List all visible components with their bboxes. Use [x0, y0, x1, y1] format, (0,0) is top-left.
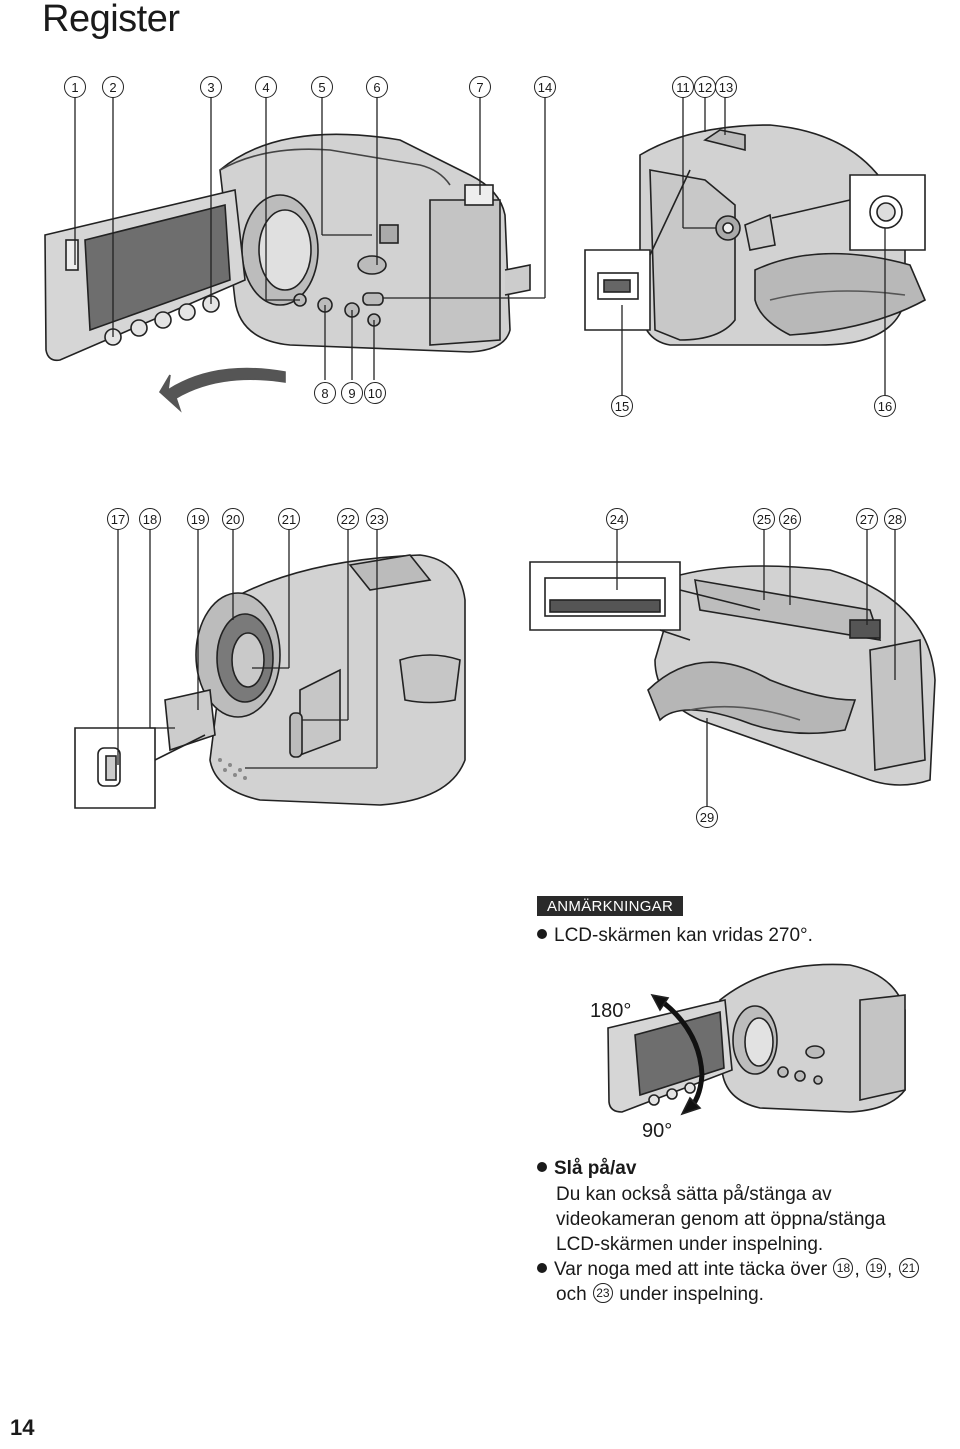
callout-1: 1 — [64, 76, 86, 98]
callout-17: 17 — [107, 508, 129, 530]
callout-10: 10 — [364, 382, 386, 404]
page-number: 14 — [10, 1415, 35, 1440]
callout-28: 28 — [884, 508, 906, 530]
callout-9: 9 — [341, 382, 363, 404]
callout-18: 18 — [139, 508, 161, 530]
callout-13: 13 — [715, 76, 737, 98]
ref-19: 19 — [866, 1257, 887, 1278]
ref-18: 18 — [833, 1257, 854, 1278]
bullet-icon — [537, 1263, 547, 1273]
bullet-icon — [537, 1162, 547, 1172]
ref-23: 23 — [592, 1282, 613, 1303]
notes-heading: ANMÄRKNINGAR — [537, 896, 684, 916]
note-text: och — [556, 1284, 587, 1305]
angle-90-label: 90° — [642, 1120, 673, 1142]
callout-14: 14 — [534, 76, 556, 98]
callout-5: 5 — [311, 76, 333, 98]
callout-26: 26 — [779, 508, 801, 530]
callout-11: 11 — [672, 76, 694, 98]
note-text: under inspelning. — [619, 1284, 764, 1305]
camcorder-open-lcd-drawing — [44, 133, 531, 362]
camcorder-rear-drawing — [584, 124, 927, 346]
note-power-title: Slå på/av — [537, 1158, 636, 1180]
note-cover-warning-line2: och 23 under inspelning. — [556, 1282, 764, 1306]
note-text: LCD-skärmen kan vridas 270°. — [554, 925, 813, 946]
bullet-icon — [537, 929, 547, 939]
note-power-line2: videokameran genom att öppna/stänga — [556, 1209, 886, 1230]
note-power-line1: Du kan också sätta på/stänga av — [556, 1184, 832, 1205]
callout-19: 19 — [187, 508, 209, 530]
callout-20: 20 — [222, 508, 244, 530]
callout-29: 29 — [696, 806, 718, 828]
callout-21: 21 — [278, 508, 300, 530]
callout-24: 24 — [606, 508, 628, 530]
note-lcd-rotation: LCD-skärmen kan vridas 270°. — [537, 925, 813, 947]
camcorder-front-drawing — [74, 554, 466, 809]
note-text: Var noga med att inte täcka över — [554, 1259, 828, 1280]
note-power-line3: LCD-skärmen under inspelning. — [556, 1234, 824, 1255]
callout-23: 23 — [366, 508, 388, 530]
callout-16: 16 — [874, 395, 896, 417]
callout-25: 25 — [753, 508, 775, 530]
callout-15: 15 — [611, 395, 633, 417]
callout-7: 7 — [469, 76, 491, 98]
callout-2: 2 — [102, 76, 124, 98]
callout-22: 22 — [337, 508, 359, 530]
callout-6: 6 — [366, 76, 388, 98]
note-cover-warning: Var noga med att inte täcka över 18, 19,… — [537, 1257, 920, 1281]
callout-8: 8 — [314, 382, 336, 404]
callout-4: 4 — [255, 76, 277, 98]
ref-21: 21 — [898, 1257, 919, 1278]
angle-180-label: 180° — [590, 1000, 632, 1022]
callout-3: 3 — [200, 76, 222, 98]
note-title: Slå på/av — [554, 1158, 637, 1179]
callout-27: 27 — [856, 508, 878, 530]
camcorder-diagrams — [44, 96, 936, 809]
camcorder-bottom-drawing — [529, 561, 936, 786]
callout-12: 12 — [694, 76, 716, 98]
page-title: Register — [42, 0, 180, 40]
